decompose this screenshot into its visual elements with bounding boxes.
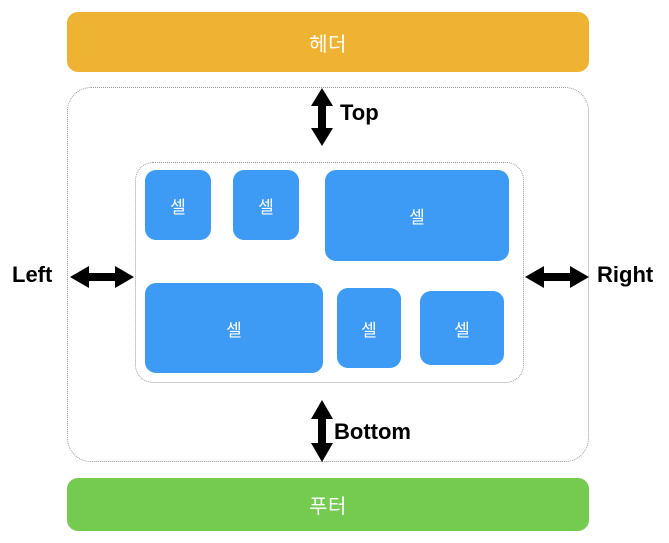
cell-box: 셀 xyxy=(233,170,299,240)
spacing-label-left: Left xyxy=(12,262,53,287)
cell-label: 셀 xyxy=(454,320,470,340)
cell-label: 셀 xyxy=(170,197,186,217)
inner-container xyxy=(135,162,524,383)
cell-box: 셀 xyxy=(337,288,401,368)
cell-label: 셀 xyxy=(409,208,425,227)
double-arrow-vertical-icon xyxy=(306,88,338,146)
cell-box: 셀 xyxy=(420,291,504,365)
cell-label: 셀 xyxy=(258,197,274,217)
header-bar: 헤더 xyxy=(67,12,589,72)
outer-container xyxy=(67,87,589,462)
footer-bar: 푸터 xyxy=(67,478,589,531)
double-arrow-vertical-icon xyxy=(306,400,338,462)
cell-box: 셀 xyxy=(325,170,509,261)
cell-box: 셀 xyxy=(145,283,323,373)
spacing-label-bottom: Bottom xyxy=(334,419,411,444)
header-label: 헤더 xyxy=(309,33,347,56)
double-arrow-horizontal-icon xyxy=(525,262,589,292)
footer-label: 푸터 xyxy=(309,496,347,518)
spacing-label-right: Right xyxy=(597,262,654,287)
cell-box: 셀 xyxy=(145,170,211,240)
spacing-label-top: Top xyxy=(340,100,379,125)
cell-label: 셀 xyxy=(361,320,377,340)
double-arrow-horizontal-icon xyxy=(70,262,134,292)
cell-label: 셀 xyxy=(226,320,242,340)
